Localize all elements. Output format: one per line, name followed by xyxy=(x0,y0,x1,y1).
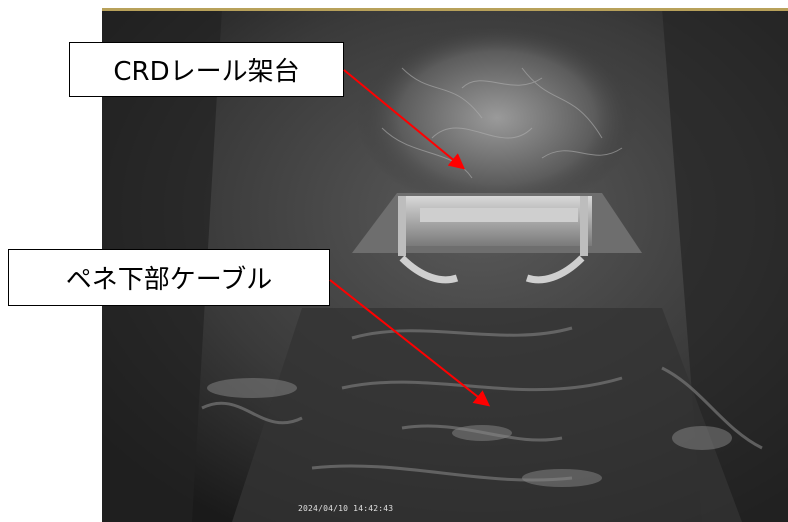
crd-rail-callout: CRDレール架台 xyxy=(69,42,344,97)
rail-foot-left xyxy=(399,255,459,284)
rail-post-right xyxy=(580,196,588,256)
camera-timestamp: 2024/04/10 14:42:43 xyxy=(298,504,394,513)
rail-post-left xyxy=(398,196,406,256)
floor-debris xyxy=(207,378,732,487)
debris-cluster xyxy=(357,23,637,213)
photo-top-border xyxy=(102,8,788,11)
rail-bar xyxy=(420,208,578,222)
penetration-cable-callout: ペネ下部ケーブル xyxy=(8,249,330,306)
rail-foot-right xyxy=(525,255,585,284)
floor-area xyxy=(232,308,742,522)
